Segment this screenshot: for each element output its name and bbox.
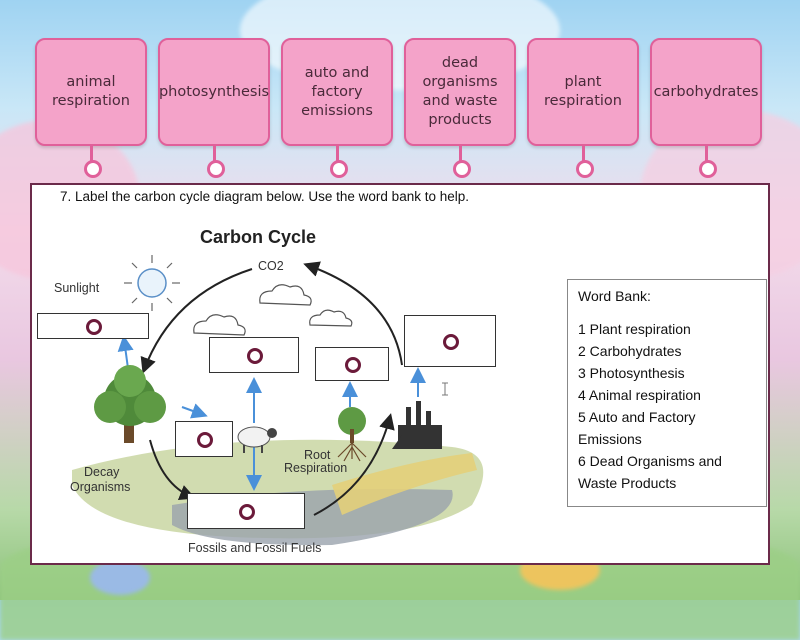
card-stem [705,146,708,162]
card-pin[interactable] [207,160,225,178]
carbon-cycle-diagram [72,255,484,546]
cycle-arrow-bottom-right [313,413,395,516]
root-label-line2: Respiration [284,461,348,475]
drop-zone-plant[interactable] [315,347,389,381]
drop-zone-fossils[interactable] [187,493,305,529]
drop-zone-factory[interactable] [404,315,496,367]
card-stem [90,146,93,162]
cycle-arrow-top-right [303,261,403,366]
instruction-text: 7. Label the carbon cycle diagram below.… [60,189,469,204]
drop-target-icon [86,319,102,335]
card-pin[interactable] [699,160,717,178]
card-stem [459,146,462,162]
answer-card-animal-respiration[interactable]: animal respiration [35,38,147,146]
plant-icon [337,407,367,462]
co2-label: CO2 [258,259,284,273]
word-bank-item: Waste Products [578,475,677,491]
answer-card-auto-factory-emissions[interactable]: auto and factory emissions [281,38,393,146]
sheep-icon [237,426,277,453]
card-stem [336,146,339,162]
drop-zone-center-top[interactable] [209,337,299,373]
word-bank-item: 1 Plant respiration [578,321,691,337]
word-bank-item: 6 Dead Organisms and [578,453,722,469]
cycle-arrow-top-left [140,268,253,374]
drop-target-icon [197,432,213,448]
answer-card-carbohydrates[interactable]: carbohydrates [650,38,762,146]
drop-target-icon [247,348,263,364]
card-label: carbohydrates [653,83,759,100]
drop-zone-animal[interactable] [175,421,233,457]
factory-icon [392,401,442,449]
card-label: auto and factory emissions [301,64,373,119]
word-bank-item: 5 Auto and Factory [578,409,696,425]
background-flower [90,560,150,595]
blue-arrow [181,403,208,419]
word-bank: Word Bank: 1 Plant respiration 2 Carbohy… [567,279,767,507]
card-pin[interactable] [330,160,348,178]
word-bank-item: 3 Photosynthesis [578,365,685,381]
drop-zone-sunlight[interactable] [37,313,149,339]
card-pin[interactable] [576,160,594,178]
root-label-line1: Root [304,448,331,462]
drop-target-icon [239,504,255,520]
road-shape [332,453,477,515]
diagram-title: Carbon Cycle [200,227,317,247]
sunlight-label: Sunlight [54,281,100,295]
card-pin[interactable] [453,160,471,178]
answer-card-photosynthesis[interactable]: photosynthesis [158,38,270,146]
drop-target-icon [443,334,459,350]
drop-target-icon [345,357,361,373]
cloud-icon [193,284,353,336]
decay-label-line1: Decay [84,465,120,479]
decay-label-line2: Organisms [70,480,131,494]
worksheet-panel: 7. Label the carbon cycle diagram below.… [30,183,770,565]
text-cursor-icon [442,382,448,396]
card-pin[interactable] [84,160,102,178]
sun-icon [124,255,180,311]
card-label: dead organisms and waste products [422,55,498,128]
fossils-label: Fossils and Fossil Fuels [188,541,322,555]
answer-card-plant-respiration[interactable]: plant respiration [527,38,639,146]
word-bank-title: Word Bank: [578,288,651,304]
tree-icon [94,365,166,443]
card-label: animal respiration [52,74,130,109]
word-bank-item: 4 Animal respiration [578,387,701,403]
card-label: photosynthesis [158,83,270,100]
card-stem [213,146,216,162]
word-bank-item: 2 Carbohydrates [578,343,682,359]
word-bank-item: Emissions [578,431,642,447]
card-label: plant respiration [544,74,622,109]
answer-card-dead-organisms[interactable]: dead organisms and waste products [404,38,516,146]
card-stem [582,146,585,162]
cycle-arrow-bottom-left [149,439,196,500]
